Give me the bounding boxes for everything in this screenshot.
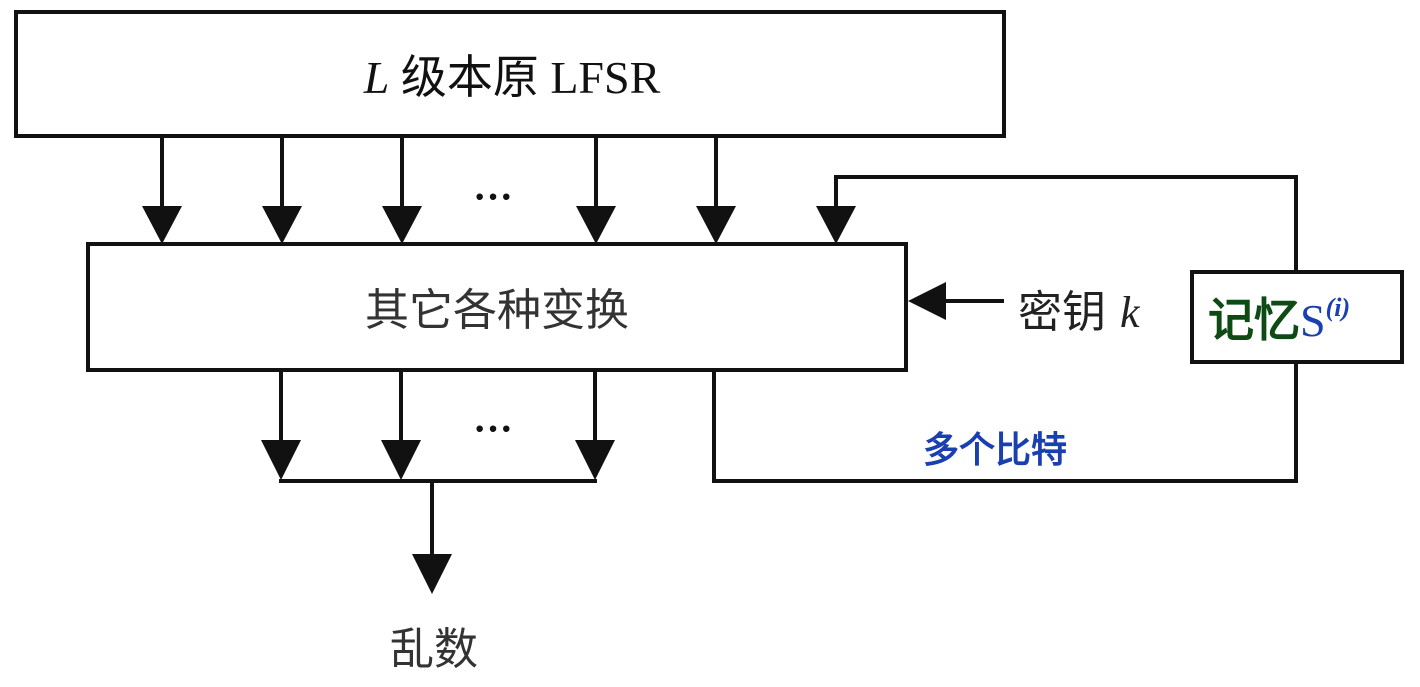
output-label: 乱数 [390, 624, 478, 675]
key-label-text: 密钥 [1018, 287, 1120, 338]
lfsr-label: L 级本原 LFSR [363, 52, 661, 103]
top-ellipsis: ··· [473, 174, 513, 219]
output-arrows [261, 370, 615, 594]
bottom-ellipsis: ··· [473, 406, 513, 451]
tap-arrow [696, 136, 736, 244]
lfsr-box [14, 10, 1006, 138]
tap-arrow [262, 136, 302, 244]
memory-box [1190, 270, 1404, 364]
memory-label-sup: (i) [1326, 293, 1351, 322]
key-label-var: k [1120, 288, 1141, 337]
lfsr-label-text: 级本原 LFSR [389, 52, 660, 103]
tap-arrow [576, 136, 616, 244]
final-output-arrow [412, 481, 452, 594]
memory-label: 记忆S(i) [1208, 293, 1350, 347]
memory-feedback-path [816, 175, 1298, 270]
transform-box [86, 242, 908, 372]
memory-label-sym: S [1300, 295, 1326, 346]
key-arrow [908, 282, 1004, 320]
output-arrow [575, 370, 615, 480]
tap-arrow [382, 136, 422, 244]
tap-arrow [142, 136, 182, 244]
transform-label: 其它各种变换 [365, 285, 629, 336]
lfsr-label-var: L [363, 52, 390, 103]
output-arrow [381, 370, 421, 480]
key-label: 密钥 k [1018, 287, 1141, 338]
multibit-label: 多个比特 [923, 430, 1067, 471]
multibit-feedback-path [712, 362, 1298, 483]
output-arrow [261, 370, 301, 480]
lfsr-tap-arrows [142, 136, 736, 244]
memory-label-text: 记忆 [1208, 293, 1300, 347]
